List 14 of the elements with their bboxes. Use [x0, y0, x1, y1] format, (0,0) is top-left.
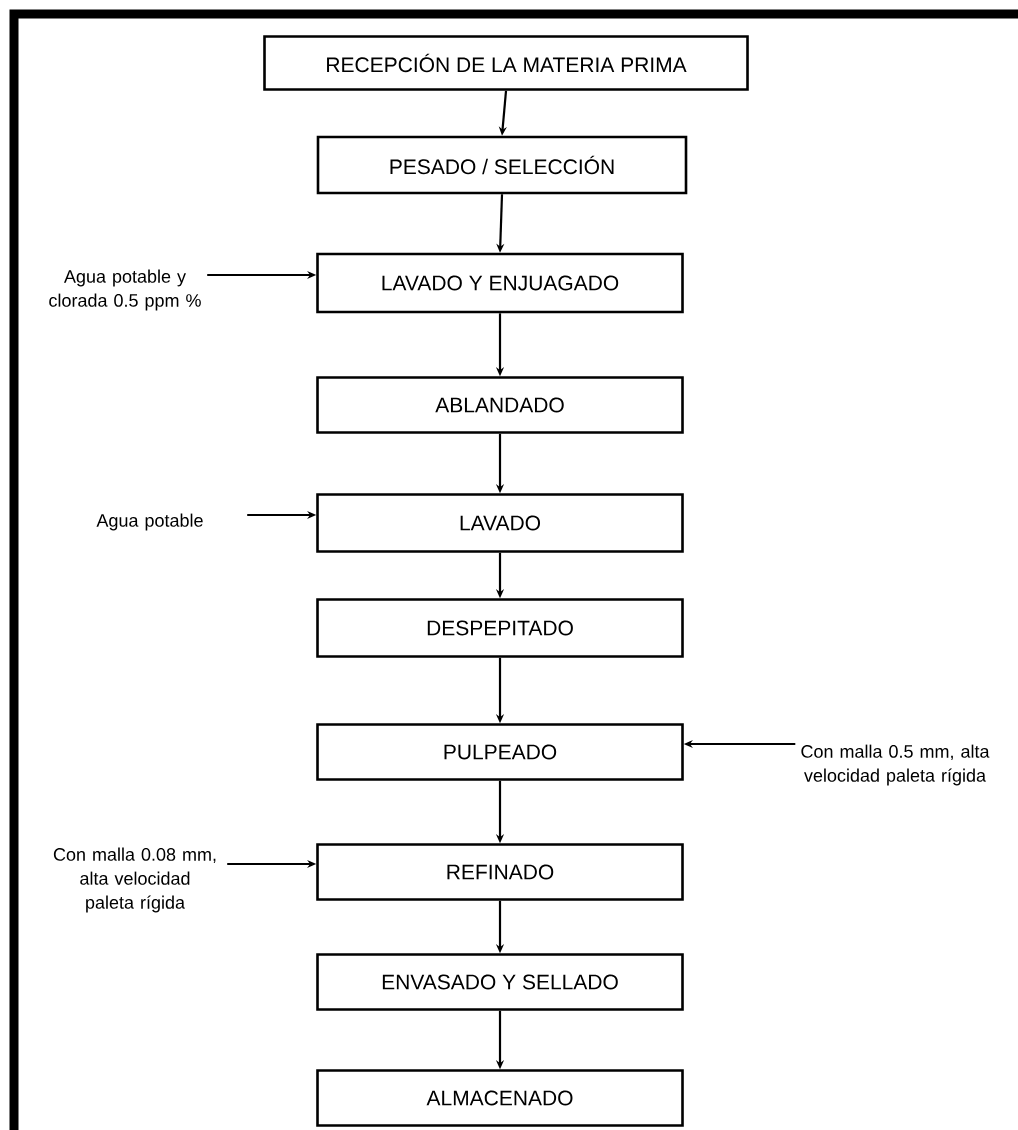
process-box: ABLANDADO [316, 376, 684, 434]
input-note: Con malla 0.5 mm, alta velocidad paleta rígida [801, 744, 990, 786]
input-note: Con malla 0.08 mm, alta velocidad paleta rígida [53, 847, 216, 913]
process-box: LAVADO [316, 493, 684, 553]
process-box: PESADO / SELECCIÓN [316, 135, 688, 195]
process-box: RECEPCIÓN DE LA MATERIA PRIMA [263, 35, 749, 91]
input-note: Agua potable [96, 513, 203, 531]
process-box: DESPEPITADO [316, 598, 684, 658]
process-box: LAVADO Y ENJUAGADO [316, 252, 684, 314]
process-box: ALMACENADO [316, 1069, 684, 1127]
input-note: Agua potable y clorada 0.5 ppm % [49, 269, 201, 311]
process-box: ENVASADO Y SELLADO [316, 953, 684, 1011]
process-box: PULPEADO [316, 723, 684, 781]
process-box: REFINADO [316, 843, 684, 901]
